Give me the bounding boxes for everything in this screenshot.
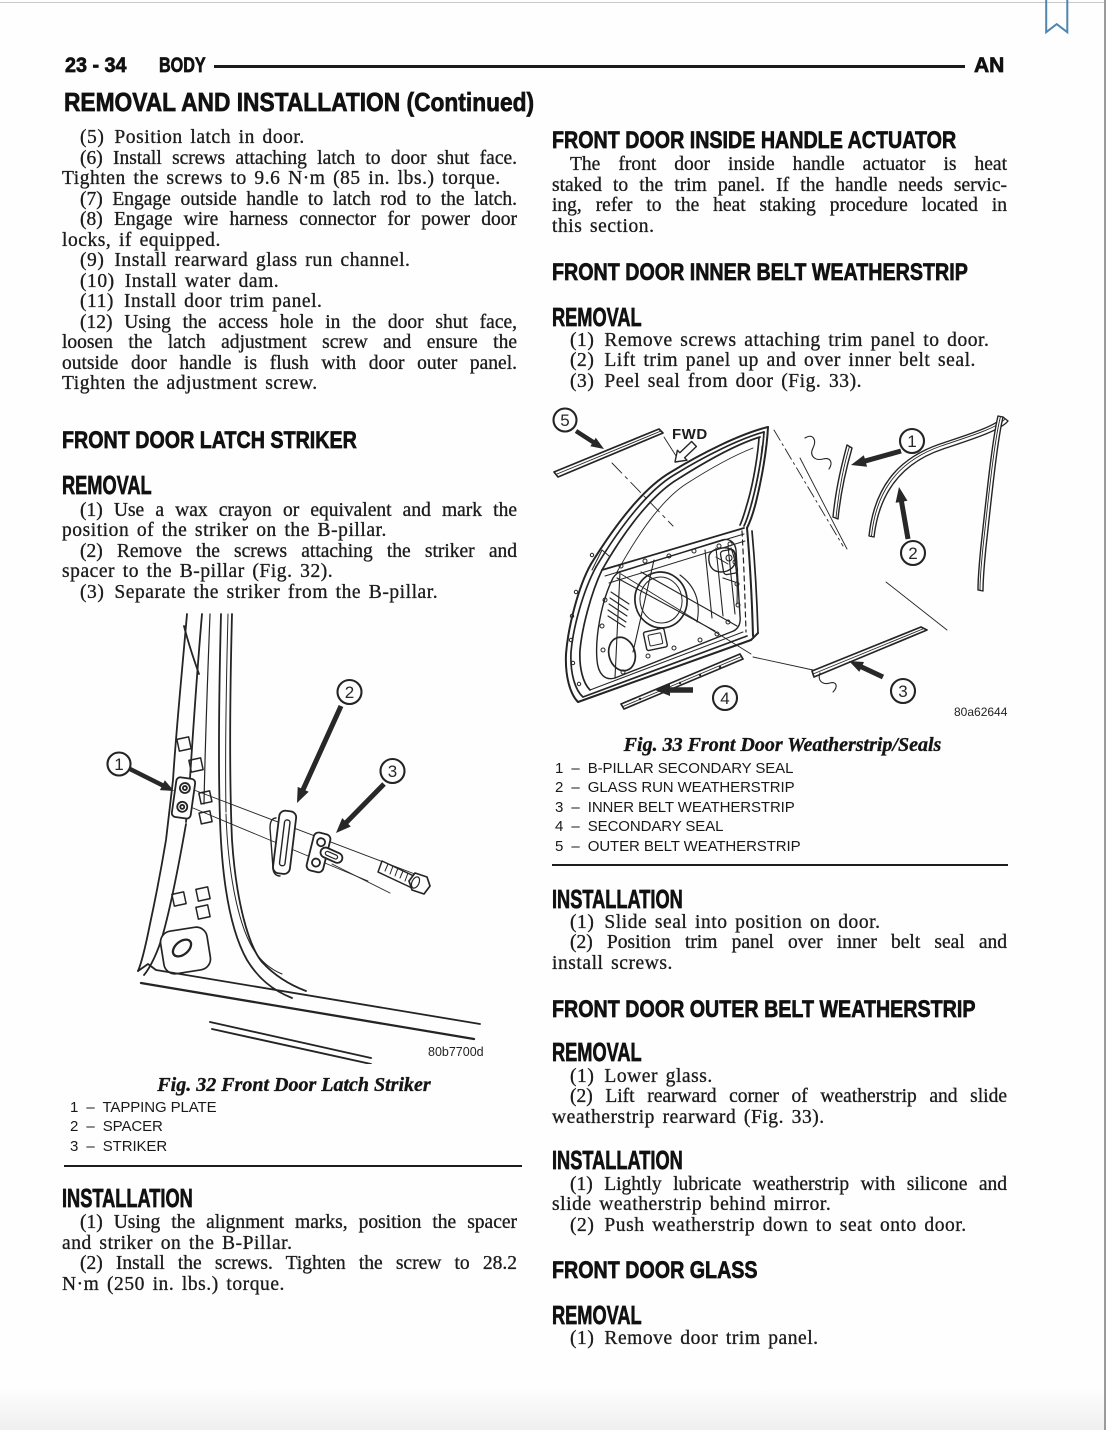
svg-text:1: 1 [907,432,916,451]
svg-text:3: 3 [388,762,397,781]
svg-text:2: 2 [345,683,354,702]
svg-text:4: 4 [720,689,729,708]
svg-text:5: 5 [560,411,569,430]
svg-text:1: 1 [114,755,123,774]
svg-text:2: 2 [908,544,917,563]
svg-text:80a62644: 80a62644 [954,705,1008,719]
svg-text:80b7700d: 80b7700d [428,1045,484,1059]
svg-text:3: 3 [898,682,907,701]
svg-text:FWD: FWD [672,426,708,443]
